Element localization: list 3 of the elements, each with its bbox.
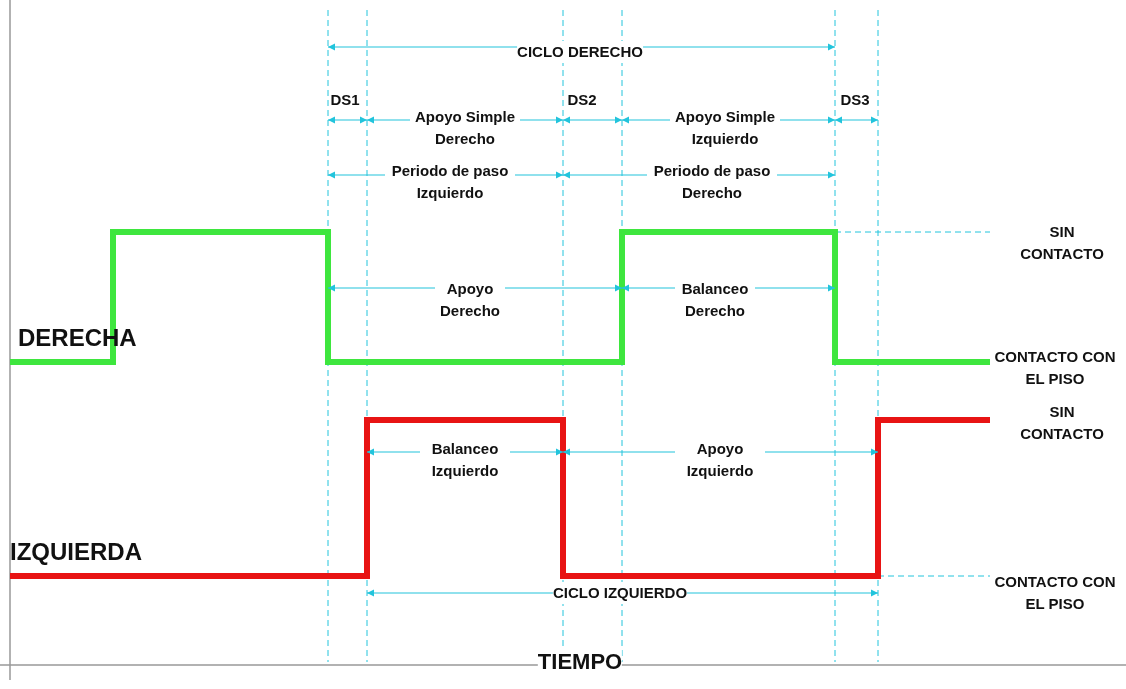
signal-label: IZQUIERDA — [10, 537, 142, 567]
cycle-label: CICLO DERECHO — [517, 41, 643, 63]
cycle-label: CICLO IZQUIERDO — [552, 582, 688, 604]
